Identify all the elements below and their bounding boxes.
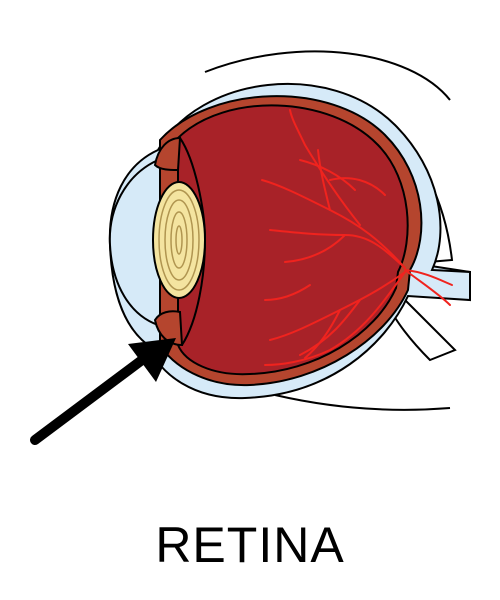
ciliary-body-lower [153, 310, 184, 347]
arrow-icon [30, 338, 176, 445]
ciliary-body-upper [153, 136, 182, 172]
eyelid-lines [204, 50, 451, 411]
cornea [108, 159, 159, 326]
diagram-caption: RETINA [155, 517, 345, 573]
vitreous-body [177, 104, 409, 376]
lens [152, 181, 206, 299]
retinal-blood-vessels [261, 109, 453, 366]
